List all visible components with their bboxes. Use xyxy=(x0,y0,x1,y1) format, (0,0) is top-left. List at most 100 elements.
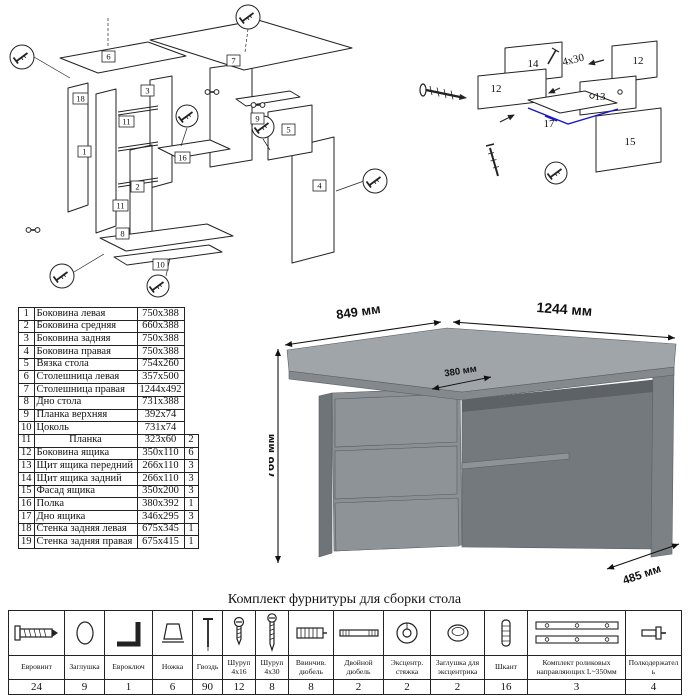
panel-top-rail xyxy=(235,90,301,107)
panel-side-right xyxy=(291,136,335,264)
dimension-label-766: 766 мм xyxy=(269,434,277,479)
part-label: 6 xyxy=(101,50,116,63)
panel-side-left xyxy=(95,88,117,234)
hardware-item-qty: 3 xyxy=(527,679,626,695)
hardware-item-qty: 8 xyxy=(288,679,334,695)
part-number: 15 xyxy=(18,484,35,499)
part-name: Цоколь xyxy=(33,421,138,435)
hardware-item-qty: 90 xyxy=(192,679,223,695)
part-name: Фасад ящика xyxy=(33,484,138,499)
hardware-item-qty: 6 xyxy=(152,679,193,695)
part-size: 731x74 xyxy=(136,421,185,435)
svg-text:3: 3 xyxy=(145,86,149,96)
hardware-table: Евровинт Заглушка Евроключ Ножка Гвоздь … xyxy=(8,610,682,695)
part-number: 11 xyxy=(18,433,35,448)
part-number: 13 xyxy=(18,459,35,473)
part-number: 18 xyxy=(18,522,35,537)
hardware-item-name: Эксцентр. стяжка xyxy=(383,655,431,680)
cam-lock-icon xyxy=(396,622,418,644)
part-name: Боковина левая xyxy=(33,307,138,321)
svg-text:10: 10 xyxy=(156,260,165,270)
exploded-diagrams: 6 7 18 1 3 2 16 11 11 8 9 5 4 10 xyxy=(9,4,662,298)
part-name: Боковина ящика xyxy=(33,446,138,461)
hardware-item-name: Шуруп 4x16 xyxy=(222,655,256,680)
part-number: 17 xyxy=(18,510,35,524)
hardware-item-qty: 16 xyxy=(484,679,528,695)
exploded-diagram-drawer xyxy=(477,40,662,173)
part-number: 8 xyxy=(18,395,35,410)
part-name: Щит ящика задний xyxy=(33,471,138,486)
part-size: 323x60 xyxy=(136,433,185,448)
part-number: 2 xyxy=(18,319,35,334)
double-dowel-icon xyxy=(338,629,379,637)
hardware-item-qty: 24 xyxy=(8,679,65,695)
cam-hole xyxy=(589,93,595,99)
svg-text:6: 6 xyxy=(106,52,110,62)
dim-line-1244 xyxy=(452,319,676,341)
hardware-item-name: Двойной дюбель xyxy=(333,655,384,680)
part-label: 15 xyxy=(625,136,637,148)
cam-cap-icon xyxy=(446,624,469,642)
part-qty: 6 xyxy=(183,446,199,461)
part-label: 18 xyxy=(72,92,89,105)
shelf-pin-icon xyxy=(640,626,666,640)
part-label: 9 xyxy=(250,112,265,125)
part-size: 266x110 xyxy=(136,471,185,486)
part-name: Стенка задняя правая xyxy=(33,535,138,550)
hardware-item-qty: 2 xyxy=(383,679,431,695)
drawer-bottom xyxy=(527,90,618,114)
part-qty: 1 xyxy=(183,522,199,537)
part-size: 350x200 xyxy=(136,484,185,499)
svg-text:9: 9 xyxy=(255,114,259,124)
part-name: Вязка стола xyxy=(33,357,138,372)
part-qty: 1 xyxy=(183,497,199,511)
part-label: 14 xyxy=(528,58,540,70)
part-size: 731x388 xyxy=(136,395,185,410)
svg-text:16: 16 xyxy=(178,153,187,163)
part-label: 16 xyxy=(174,151,191,164)
wooden-dowel-icon xyxy=(501,619,511,647)
hex-key-icon xyxy=(116,622,140,647)
part-size: 357x500 xyxy=(136,370,185,385)
dimension-label-849: 849 мм xyxy=(335,301,381,322)
part-name: Боковина задняя xyxy=(33,332,138,347)
hardware-item-qty: 8 xyxy=(255,679,289,695)
part-label: 11 xyxy=(118,115,135,128)
part-labels-right: 14 12 12 13 17 15 4x30 xyxy=(491,51,644,148)
fastener-callouts xyxy=(9,4,388,298)
part-size: 750x388 xyxy=(136,332,185,347)
part-size: 750x388 xyxy=(136,307,185,321)
nail-icon xyxy=(202,618,213,651)
part-number: 10 xyxy=(18,421,35,435)
part-name: Щит ящика передний xyxy=(33,459,138,473)
screw-head xyxy=(419,83,427,97)
hardware-item-qty: 12 xyxy=(222,679,256,695)
part-qty: 3 xyxy=(183,510,199,524)
part-number: 5 xyxy=(18,357,35,372)
desk-render: 849 мм 1244 мм 766 мм 380 мм 485 мм xyxy=(269,299,680,587)
part-name: Планка верхняя xyxy=(33,408,138,423)
panel-top-left xyxy=(59,41,187,74)
part-number: 12 xyxy=(18,446,35,461)
svg-text:5: 5 xyxy=(286,125,290,135)
hardware-item-name: Евровинт xyxy=(8,655,65,680)
svg-text:8: 8 xyxy=(120,229,124,239)
part-labels-left: 6 7 18 1 3 2 16 11 11 8 9 5 4 10 xyxy=(72,50,327,271)
part-size: 346x295 xyxy=(136,510,185,524)
panel-top-right xyxy=(149,19,353,71)
svg-text:7: 7 xyxy=(231,56,235,66)
dimensions xyxy=(275,319,680,570)
part-size: 675x345 xyxy=(136,522,185,537)
dim-line-380 xyxy=(431,375,492,391)
